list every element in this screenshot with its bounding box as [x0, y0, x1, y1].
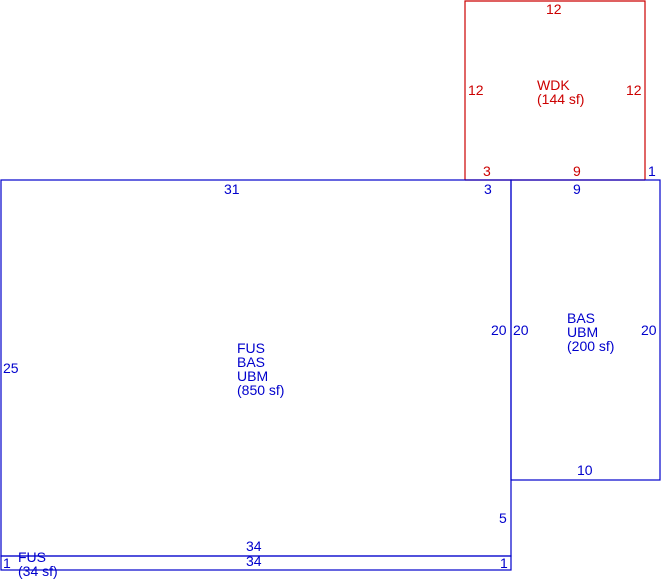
- right-dim-bottom: 10: [577, 462, 593, 478]
- right-dim-right: 20: [641, 322, 657, 338]
- strip-dim-bottom: 34: [246, 553, 262, 569]
- wdk-label-line1: WDK: [537, 77, 570, 93]
- strip-dim-right: 1: [500, 555, 508, 571]
- right-label-line2: UBM: [567, 324, 598, 340]
- main-dim-top: 31: [224, 181, 240, 197]
- wdk-outline: [464, 0, 646, 180]
- main-label-line2: BAS: [237, 354, 265, 370]
- right-area-outline: [510, 179, 661, 481]
- bottom-strip: 1 FUS (34 sf) 34 1: [0, 549, 512, 579]
- main-dim-right-upper: 20: [491, 322, 507, 338]
- right-dim-left: 20: [513, 322, 529, 338]
- wdk-label-line2: (144 sf): [537, 91, 584, 107]
- wdk-dim-bottom-left: 3: [483, 163, 491, 179]
- main-label-line1: FUS: [237, 340, 265, 356]
- strip-label-line2: (34 sf): [18, 563, 58, 579]
- main-dim-bottom: 34: [246, 538, 262, 554]
- wdk-dim-top: 12: [546, 1, 562, 17]
- strip-dim-left: 1: [3, 555, 11, 571]
- right-area: 9 20 20 BAS UBM (200 sf) 10 1: [510, 163, 661, 481]
- main-area: 31 3 25 20 5 FUS BAS UBM (850 sf) 34: [0, 179, 512, 557]
- main-dim-right-lower: 5: [499, 510, 507, 526]
- bottom-strip-outline: [0, 555, 512, 571]
- wdk-area: 12 12 12 WDK (144 sf) 3 9: [464, 0, 646, 181]
- main-dim-top-right: 3: [484, 181, 492, 197]
- right-label-line3: (200 sf): [567, 338, 614, 354]
- wdk-dim-corner: 1: [648, 163, 656, 179]
- wdk-dim-left: 12: [468, 82, 484, 98]
- wdk-dim-right: 12: [626, 82, 642, 98]
- right-label-line1: BAS: [567, 310, 595, 326]
- main-label-line3: UBM: [237, 368, 268, 384]
- wdk-dim-bottom-right: 9: [573, 163, 581, 179]
- strip-label-line1: FUS: [18, 549, 46, 565]
- main-dim-left: 25: [3, 360, 19, 376]
- right-dim-top: 9: [573, 181, 581, 197]
- main-label-line4: (850 sf): [237, 382, 284, 398]
